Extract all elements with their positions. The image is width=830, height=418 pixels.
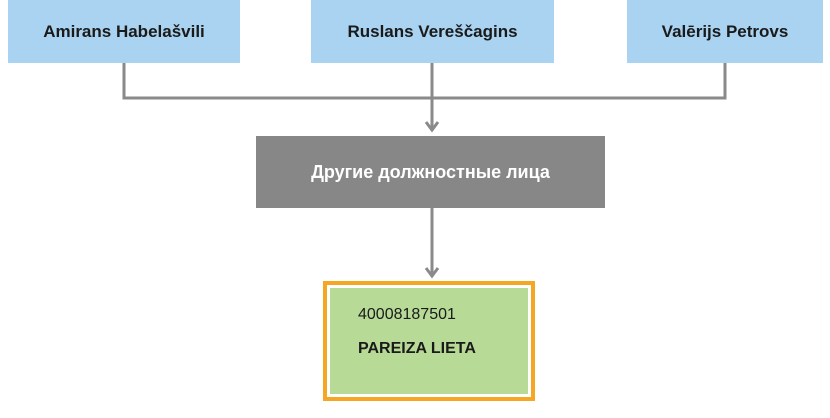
person-name: Valērijs Petrovs	[661, 21, 789, 41]
company-node[interactable]: 40008187501 PAREIZA LIETA	[323, 281, 535, 401]
arrowhead-to-company	[424, 267, 440, 279]
person-name: Amirans Habelašvili	[43, 21, 205, 41]
person-node-1[interactable]: Amirans Habelašvili	[8, 0, 240, 63]
person-name: Ruslans Vereščagins	[347, 21, 518, 41]
arrowhead-to-group	[424, 121, 440, 133]
group-node-officials[interactable]: Другие должностные лица	[256, 136, 605, 208]
group-label: Другие должностные лица	[311, 161, 550, 182]
person-node-2[interactable]: Ruslans Vereščagins	[311, 0, 554, 63]
company-registration-number: 40008187501	[358, 306, 456, 323]
person-node-3[interactable]: Valērijs Petrovs	[627, 0, 823, 63]
company-name: PAREIZA LIETA	[358, 340, 476, 357]
company-card: 40008187501 PAREIZA LIETA	[330, 288, 528, 394]
